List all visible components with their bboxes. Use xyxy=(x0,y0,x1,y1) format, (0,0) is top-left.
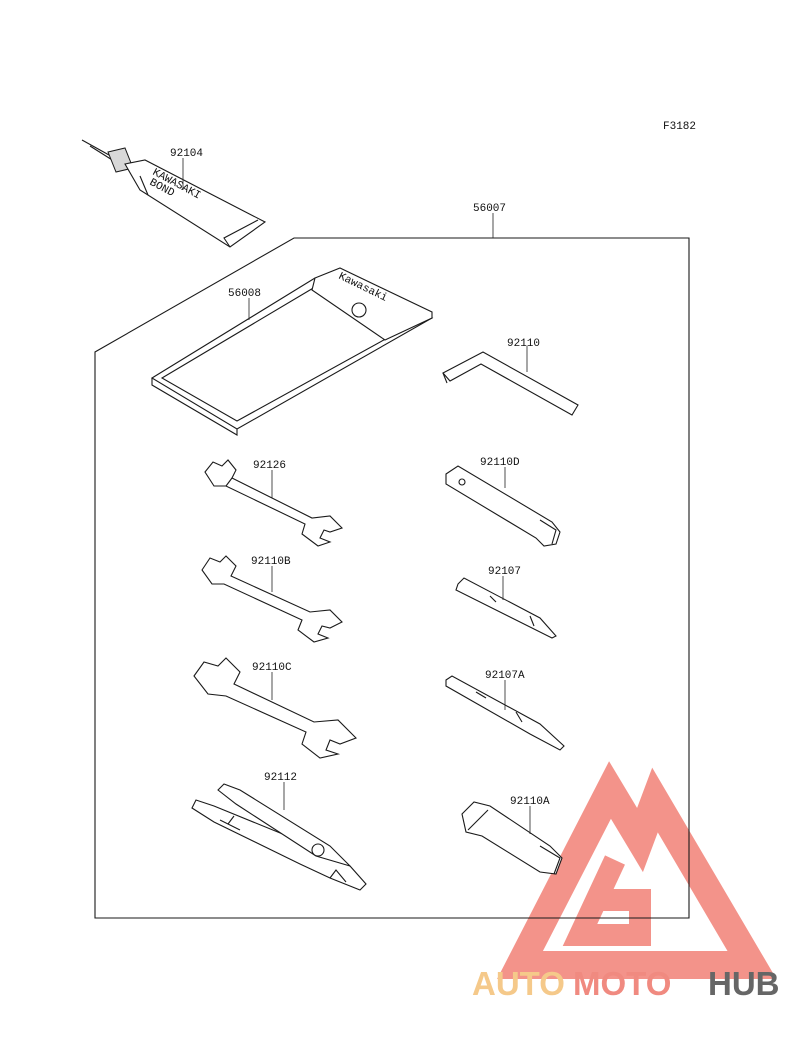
wrench-92110C xyxy=(193,657,357,759)
watermark: AUTO MOTO HUB xyxy=(472,965,780,1002)
tool-bag: Kawasaki xyxy=(150,267,434,436)
label-92110B: 92110B xyxy=(251,556,291,568)
label-56007: 56007 xyxy=(473,203,506,215)
watermark-part3: HUB xyxy=(708,965,780,1002)
pliers xyxy=(191,783,367,891)
label-92110A: 92110A xyxy=(510,796,550,808)
plug-wrench xyxy=(461,801,563,875)
box-wrench xyxy=(445,465,561,547)
hex-wrench xyxy=(442,351,579,416)
label-92107A: 92107A xyxy=(485,670,525,682)
screwdriver-bit xyxy=(455,577,557,639)
wrench-92110B xyxy=(201,555,343,643)
label-92110: 92110 xyxy=(507,338,540,350)
tool-kit-outline xyxy=(94,237,690,919)
label-92110C: 92110C xyxy=(252,662,292,674)
watermark-logo-icon xyxy=(497,761,777,979)
wrench-92126 xyxy=(204,459,344,547)
figure-code: F3182 xyxy=(663,121,696,133)
label-92112: 92112 xyxy=(264,772,297,784)
label-92104: 92104 xyxy=(170,148,203,160)
label-92107: 92107 xyxy=(488,566,521,578)
screwdriver-handle xyxy=(445,675,565,751)
watermark-part2: MOTO xyxy=(573,965,671,1002)
label-92110D: 92110D xyxy=(480,457,520,469)
label-56008: 56008 xyxy=(228,288,261,300)
watermark-part1: AUTO xyxy=(472,965,565,1002)
label-92126: 92126 xyxy=(253,460,286,472)
